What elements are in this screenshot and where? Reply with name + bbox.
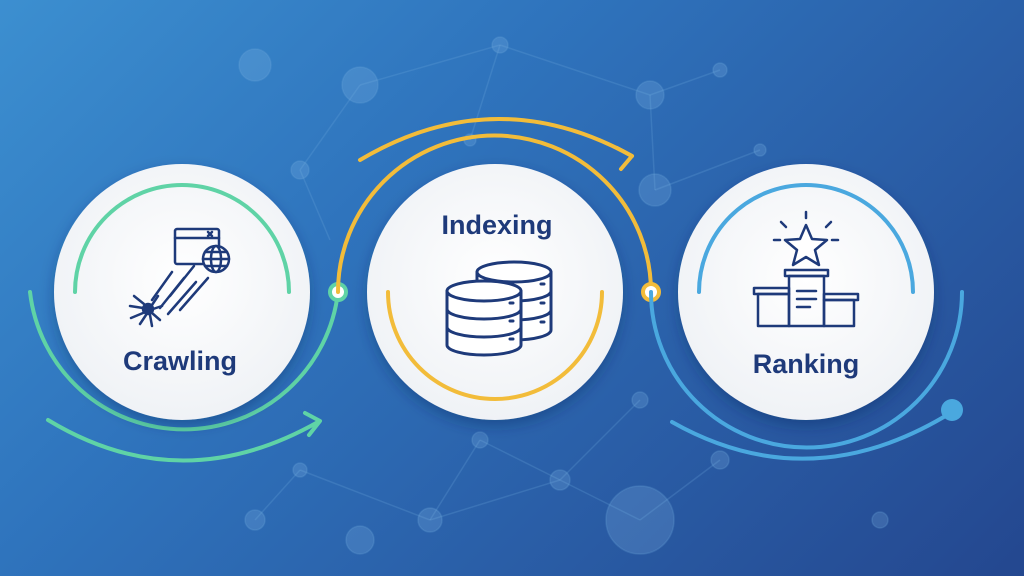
ranking-inner-arc [697, 183, 915, 294]
background-network [238, 36, 889, 555]
ranking-stage: Ranking [678, 164, 934, 420]
indexing-label: Indexing [441, 210, 552, 240]
crawling-arc [28, 290, 340, 463]
indexing-arc [336, 117, 653, 294]
star-podium-icon [752, 210, 860, 328]
spider-crawler-icon [128, 227, 231, 328]
indexing-stage: Indexing [367, 164, 623, 420]
ranking-arc [649, 290, 964, 461]
ranking-end-dot [941, 399, 963, 421]
crawling-stage: Crawling [54, 164, 310, 420]
database-stack-icon [445, 260, 553, 357]
ranking-label: Ranking [753, 349, 860, 379]
indexing-inner-arc [386, 290, 604, 401]
crawling-inner-arc [73, 183, 291, 294]
crawling-label: Crawling [123, 346, 237, 376]
crawling-circle [54, 164, 310, 420]
